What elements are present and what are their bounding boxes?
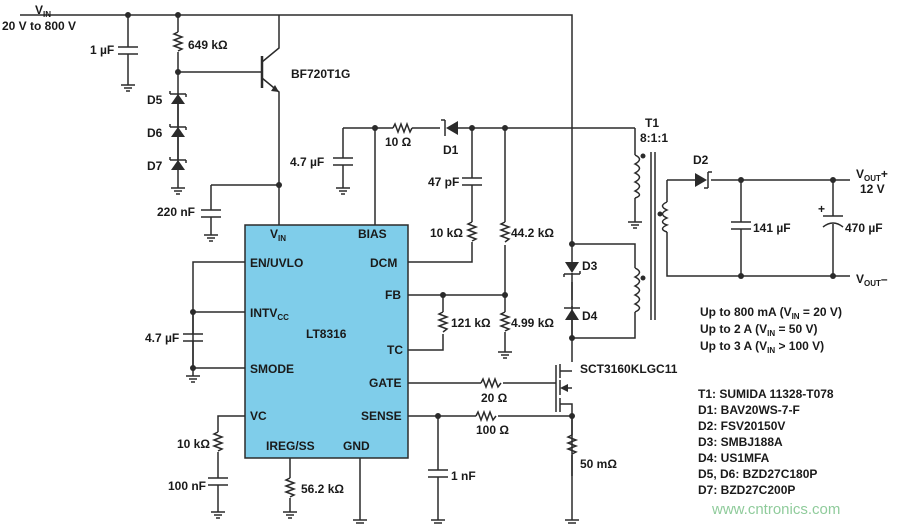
res-50mohm-symbol — [565, 434, 579, 455]
diode-d2-symbol — [695, 171, 712, 189]
bom-item: D4: US1MFA — [698, 451, 770, 465]
grounds — [121, 84, 642, 524]
res-50mohm-label: 50 mΩ — [580, 457, 617, 471]
cap-1uf-symbol — [118, 46, 138, 55]
res-10k-vc-label: 10 kΩ — [177, 437, 210, 451]
cap-100nf-label: 100 nF — [168, 479, 206, 493]
res-4k99-label: 4.99 kΩ — [511, 316, 554, 330]
diode-d4-symbol — [564, 307, 580, 320]
zener-d7-symbol — [169, 157, 187, 170]
bom-item: D1: BAV20WS-7-F — [698, 403, 800, 417]
cap-1nf-label: 1 nF — [451, 469, 476, 483]
transistor-bf720 — [260, 56, 279, 92]
d4-label: D4 — [582, 309, 598, 323]
cap-4u7-bias-label: 4.7 µF — [290, 155, 324, 169]
vout-plus-label: VOUT+ — [856, 167, 888, 183]
res-10k-dcm-symbol — [465, 221, 479, 242]
pin-vin: VIN — [270, 227, 286, 243]
cap-220nf-label: 220 nF — [157, 205, 195, 219]
pin-intvcc: INTVCC — [250, 306, 289, 322]
res-649k-label: 649 kΩ — [188, 38, 228, 52]
vout-volts-label: 12 V — [860, 182, 885, 196]
junction-dots — [125, 12, 836, 419]
res-20ohm-label: 20 Ω — [481, 391, 508, 405]
zener-d5-symbol — [169, 91, 187, 104]
res-121k-symbol — [436, 311, 450, 333]
vin-range-label: 20 V to 800 V — [2, 19, 76, 33]
vin-label: VIN — [35, 3, 51, 19]
res-56k2-symbol — [283, 477, 297, 498]
bom-item: D5, D6: BZD27C180P — [698, 467, 817, 481]
bom-item: D3: SMBJ188A — [698, 435, 783, 449]
d3-label: D3 — [582, 259, 598, 273]
res-10k-vc-symbol — [211, 431, 225, 452]
res-10ohm-label: 10 Ω — [385, 135, 412, 149]
lt8316-chip — [244, 224, 409, 459]
d5-label: D5 — [147, 93, 163, 107]
cap-4u7-intv-label: 4.7 µF — [145, 331, 179, 345]
pin-gate: GATE — [369, 376, 401, 390]
res-10k-dcm-label: 10 kΩ — [430, 226, 463, 240]
bom-item: T1: SUMIDA 11328-T078 — [698, 387, 834, 401]
note-line: Up to 2 A (VIN = 50 V) — [700, 322, 817, 338]
t1-ratio-label: 8:1:1 — [640, 131, 668, 145]
wires — [20, 14, 850, 520]
cap-1nf-symbol — [428, 469, 448, 478]
pin-en-uvlo: EN/UVLO — [250, 256, 303, 270]
res-44k2-label: 44.2 kΩ — [511, 226, 554, 240]
d7-label: D7 — [147, 159, 163, 173]
d1-label: D1 — [443, 143, 459, 157]
res-10ohm-symbol — [392, 121, 413, 135]
resistors — [171, 31, 579, 498]
res-100ohm-label: 100 Ω — [476, 423, 509, 437]
pin-bias: BIAS — [358, 227, 387, 241]
pin-fb: FB — [385, 288, 401, 302]
d6-label: D6 — [147, 126, 163, 140]
cap-100nf-symbol — [208, 477, 228, 486]
mosfet-label: SCT3160KLGC11 — [580, 362, 678, 376]
diodes — [169, 91, 712, 320]
watermark: www.cntronics.com — [711, 501, 840, 518]
cap-141uf-symbol — [731, 221, 751, 230]
diode-d1-symbol — [441, 119, 458, 136]
res-649k-symbol — [171, 31, 185, 52]
chip-part-label: LT8316 — [306, 327, 347, 341]
pin-tc: TC — [387, 343, 403, 357]
notes: Up to 800 mA (VIN = 20 V) Up to 2 A (VIN… — [700, 305, 842, 355]
pin-dcm: DCM — [370, 256, 397, 270]
vout-minus-label: VOUT– — [856, 272, 888, 288]
pin-vc: VC — [250, 409, 267, 423]
bom-item: D7: BZD27C200P — [698, 483, 795, 497]
cap-4u7-bias-symbol — [333, 157, 353, 166]
q1-label: BF720T1G — [291, 67, 350, 81]
res-44k2-symbol — [498, 221, 512, 243]
cap-470uf-plus: + — [818, 202, 825, 216]
cap-141uf-label: 141 µF — [753, 221, 791, 235]
res-121k-label: 121 kΩ — [451, 316, 491, 330]
transformer-t1 — [633, 152, 670, 320]
pin-sense: SENSE — [361, 409, 402, 423]
note-line: Up to 800 mA (VIN = 20 V) — [700, 305, 842, 321]
cap-470uf-label: 470 µF — [845, 221, 883, 235]
mosfet-arrow — [560, 384, 568, 392]
bom-item: D2: FSV20150V — [698, 419, 785, 433]
res-100ohm-symbol — [475, 409, 497, 423]
res-56k2-label: 56.2 kΩ — [301, 482, 344, 496]
pin-smode: SMODE — [250, 362, 294, 376]
cap-1uf-label: 1 µF — [90, 43, 114, 57]
bom-list: T1: SUMIDA 11328-T078 D1: BAV20WS-7-F D2… — [698, 387, 834, 497]
res-4k99-symbol — [498, 311, 512, 332]
pin-ireg-ss: IREG/SS — [266, 439, 315, 453]
cap-220nf-symbol — [201, 209, 221, 218]
cap-47pf-label: 47 pF — [428, 175, 459, 189]
cap-47pf-symbol — [462, 177, 482, 186]
t1-label: T1 — [645, 116, 659, 130]
res-20ohm-symbol — [480, 376, 502, 390]
d2-label: D2 — [693, 153, 709, 167]
pin-gnd: GND — [343, 439, 370, 453]
cap-470uf-symbol — [822, 215, 844, 228]
capacitors — [118, 46, 844, 486]
note-line: Up to 3 A (VIN > 100 V) — [700, 339, 824, 355]
